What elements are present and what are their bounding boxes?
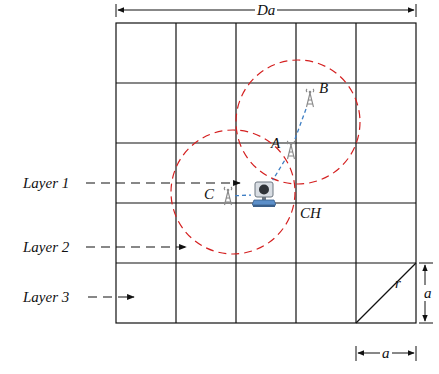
sensor-node: A [285, 140, 297, 160]
layer-label: Layer 3 [23, 289, 69, 305]
dimension-label: r [395, 275, 401, 291]
cluster-head-icon [252, 181, 276, 208]
layer-label: Layer 1 [23, 175, 69, 191]
sensor-node: C [222, 186, 234, 206]
sensor-icon [304, 88, 316, 108]
sensor-icon [222, 186, 234, 206]
node-label: C [204, 186, 214, 202]
sensor-node: B [304, 88, 316, 108]
link-line [235, 194, 251, 196]
dimension-label: a [422, 285, 434, 301]
cluster-head-node: CH [252, 181, 276, 208]
layer-label: Layer 2 [23, 239, 69, 255]
grid [116, 23, 416, 323]
node-label: B [319, 80, 328, 96]
link-line [273, 161, 285, 180]
layer-arrows [86, 183, 240, 297]
sensor-icon [285, 140, 297, 160]
node-label: CH [300, 205, 321, 221]
range-circles [171, 60, 360, 254]
dimension-label: Da [255, 2, 277, 18]
node-label: A [271, 135, 280, 151]
radius-line [356, 263, 416, 323]
dimension-label: a [380, 345, 392, 361]
link-line [295, 109, 306, 139]
